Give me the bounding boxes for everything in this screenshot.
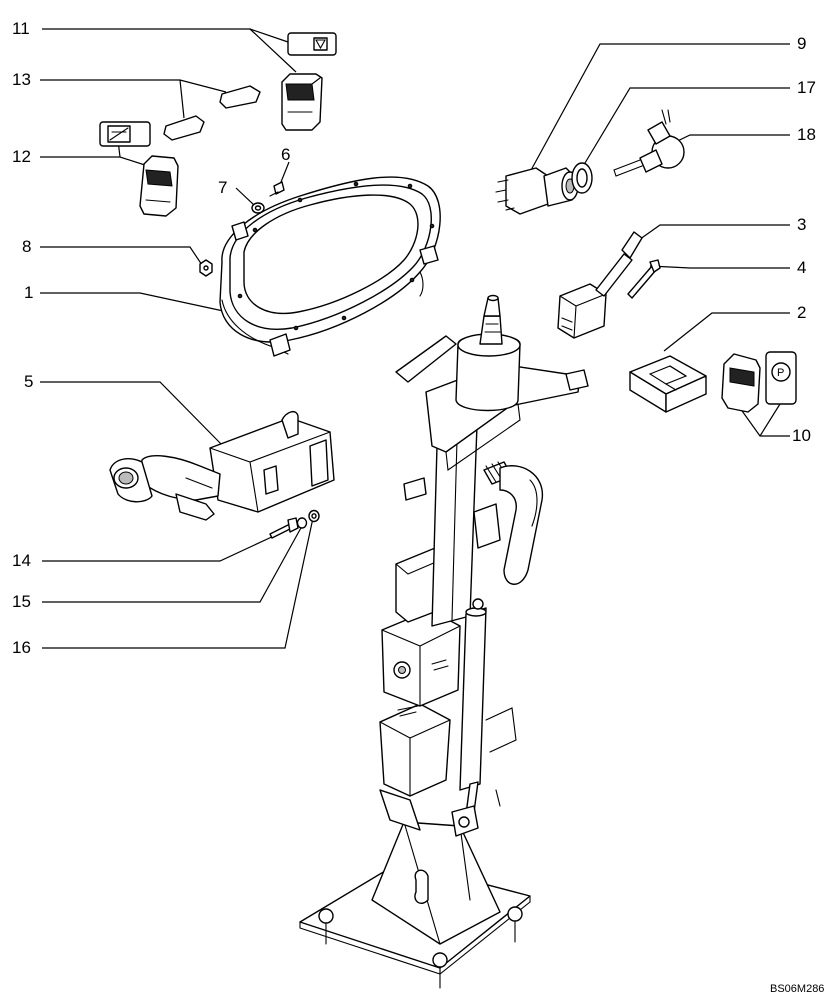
parking-symbol-letter: P (777, 367, 784, 379)
callout-numbers: 11 13 12 7 6 8 1 5 14 15 16 9 17 18 3 4 … (12, 19, 816, 657)
callout-10: 10 (792, 426, 811, 445)
callout-9: 9 (797, 34, 806, 53)
callout-11: 11 (12, 19, 30, 38)
part-2-relay-module (629, 355, 707, 413)
callout-16: 16 (12, 638, 31, 657)
callout-6: 6 (281, 145, 290, 164)
callout-7: 7 (218, 178, 227, 197)
part-14-bolt (269, 517, 299, 539)
part-11-hazard-switch (281, 32, 337, 131)
part-3-lever-switch (557, 231, 643, 339)
part-10-parking-switch: P (721, 351, 797, 413)
part-13-switch-lens (163, 85, 261, 141)
drawing-reference-code: BS06M286 (770, 983, 824, 995)
part-12-switch (99, 121, 179, 217)
callout-4: 4 (797, 258, 806, 277)
callout-13: 13 (12, 70, 31, 89)
callout-1: 1 (24, 283, 33, 302)
part-16-washer (308, 509, 320, 523)
part-4-screw (627, 259, 661, 299)
part-8-nut (199, 259, 213, 277)
part-6-screw (269, 181, 285, 197)
steering-column-assembly (299, 294, 589, 989)
callout-18: 18 (797, 125, 816, 144)
callout-15: 15 (12, 592, 31, 611)
callout-12: 12 (12, 147, 31, 166)
callout-8: 8 (22, 237, 31, 256)
callout-2: 2 (797, 303, 806, 322)
part-18-key-set (613, 109, 685, 177)
part-7-washer (251, 202, 265, 214)
part-5-multifunction-switch (109, 410, 335, 521)
part-9-ignition-switch (495, 167, 579, 215)
callout-5: 5 (24, 372, 33, 391)
part-1-instrument-cluster (219, 176, 441, 357)
leader-lines (40, 28, 790, 649)
part-17-ring-nut (571, 162, 593, 194)
callout-3: 3 (797, 215, 806, 234)
callout-14: 14 (12, 551, 31, 570)
part-15-lock-washer (296, 517, 308, 529)
callout-17: 17 (797, 78, 816, 97)
